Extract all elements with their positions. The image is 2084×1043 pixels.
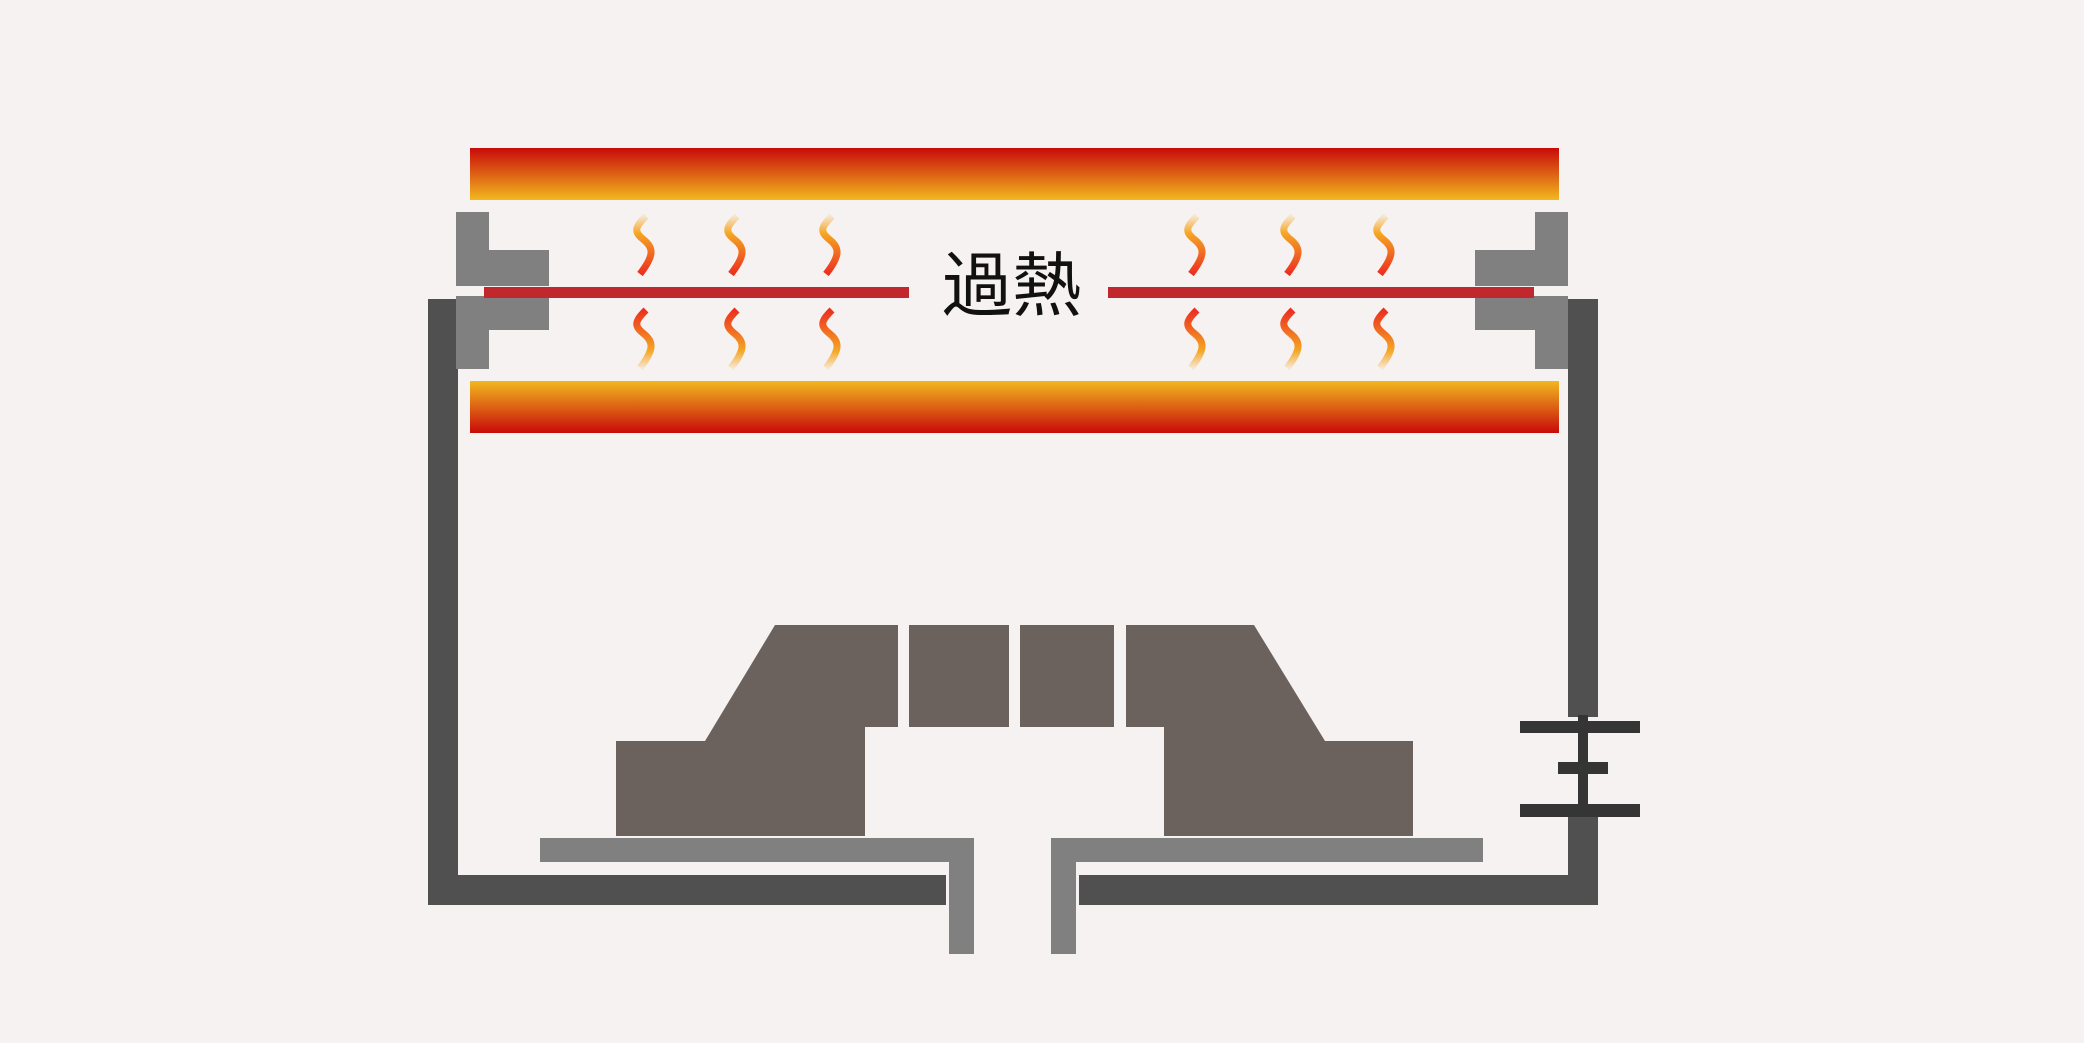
left-magnet-block [616, 625, 898, 836]
lower-heater [470, 381, 1559, 433]
upper-heater [470, 148, 1559, 200]
right-clamp [1475, 212, 1568, 369]
target-plate [484, 287, 1534, 298]
right-gas-pipe [1051, 838, 1483, 954]
chamber-wall [428, 299, 1598, 905]
left-gas-pipe [540, 838, 974, 954]
left-clamp [456, 212, 549, 369]
right-magnet-block [1126, 625, 1413, 836]
magnet-assembly [616, 625, 1413, 836]
capacitor-icon [1520, 715, 1640, 817]
center-right-block [1020, 625, 1114, 727]
overheat-label: 過熱 [942, 245, 1082, 327]
center-left-block [909, 625, 1009, 727]
